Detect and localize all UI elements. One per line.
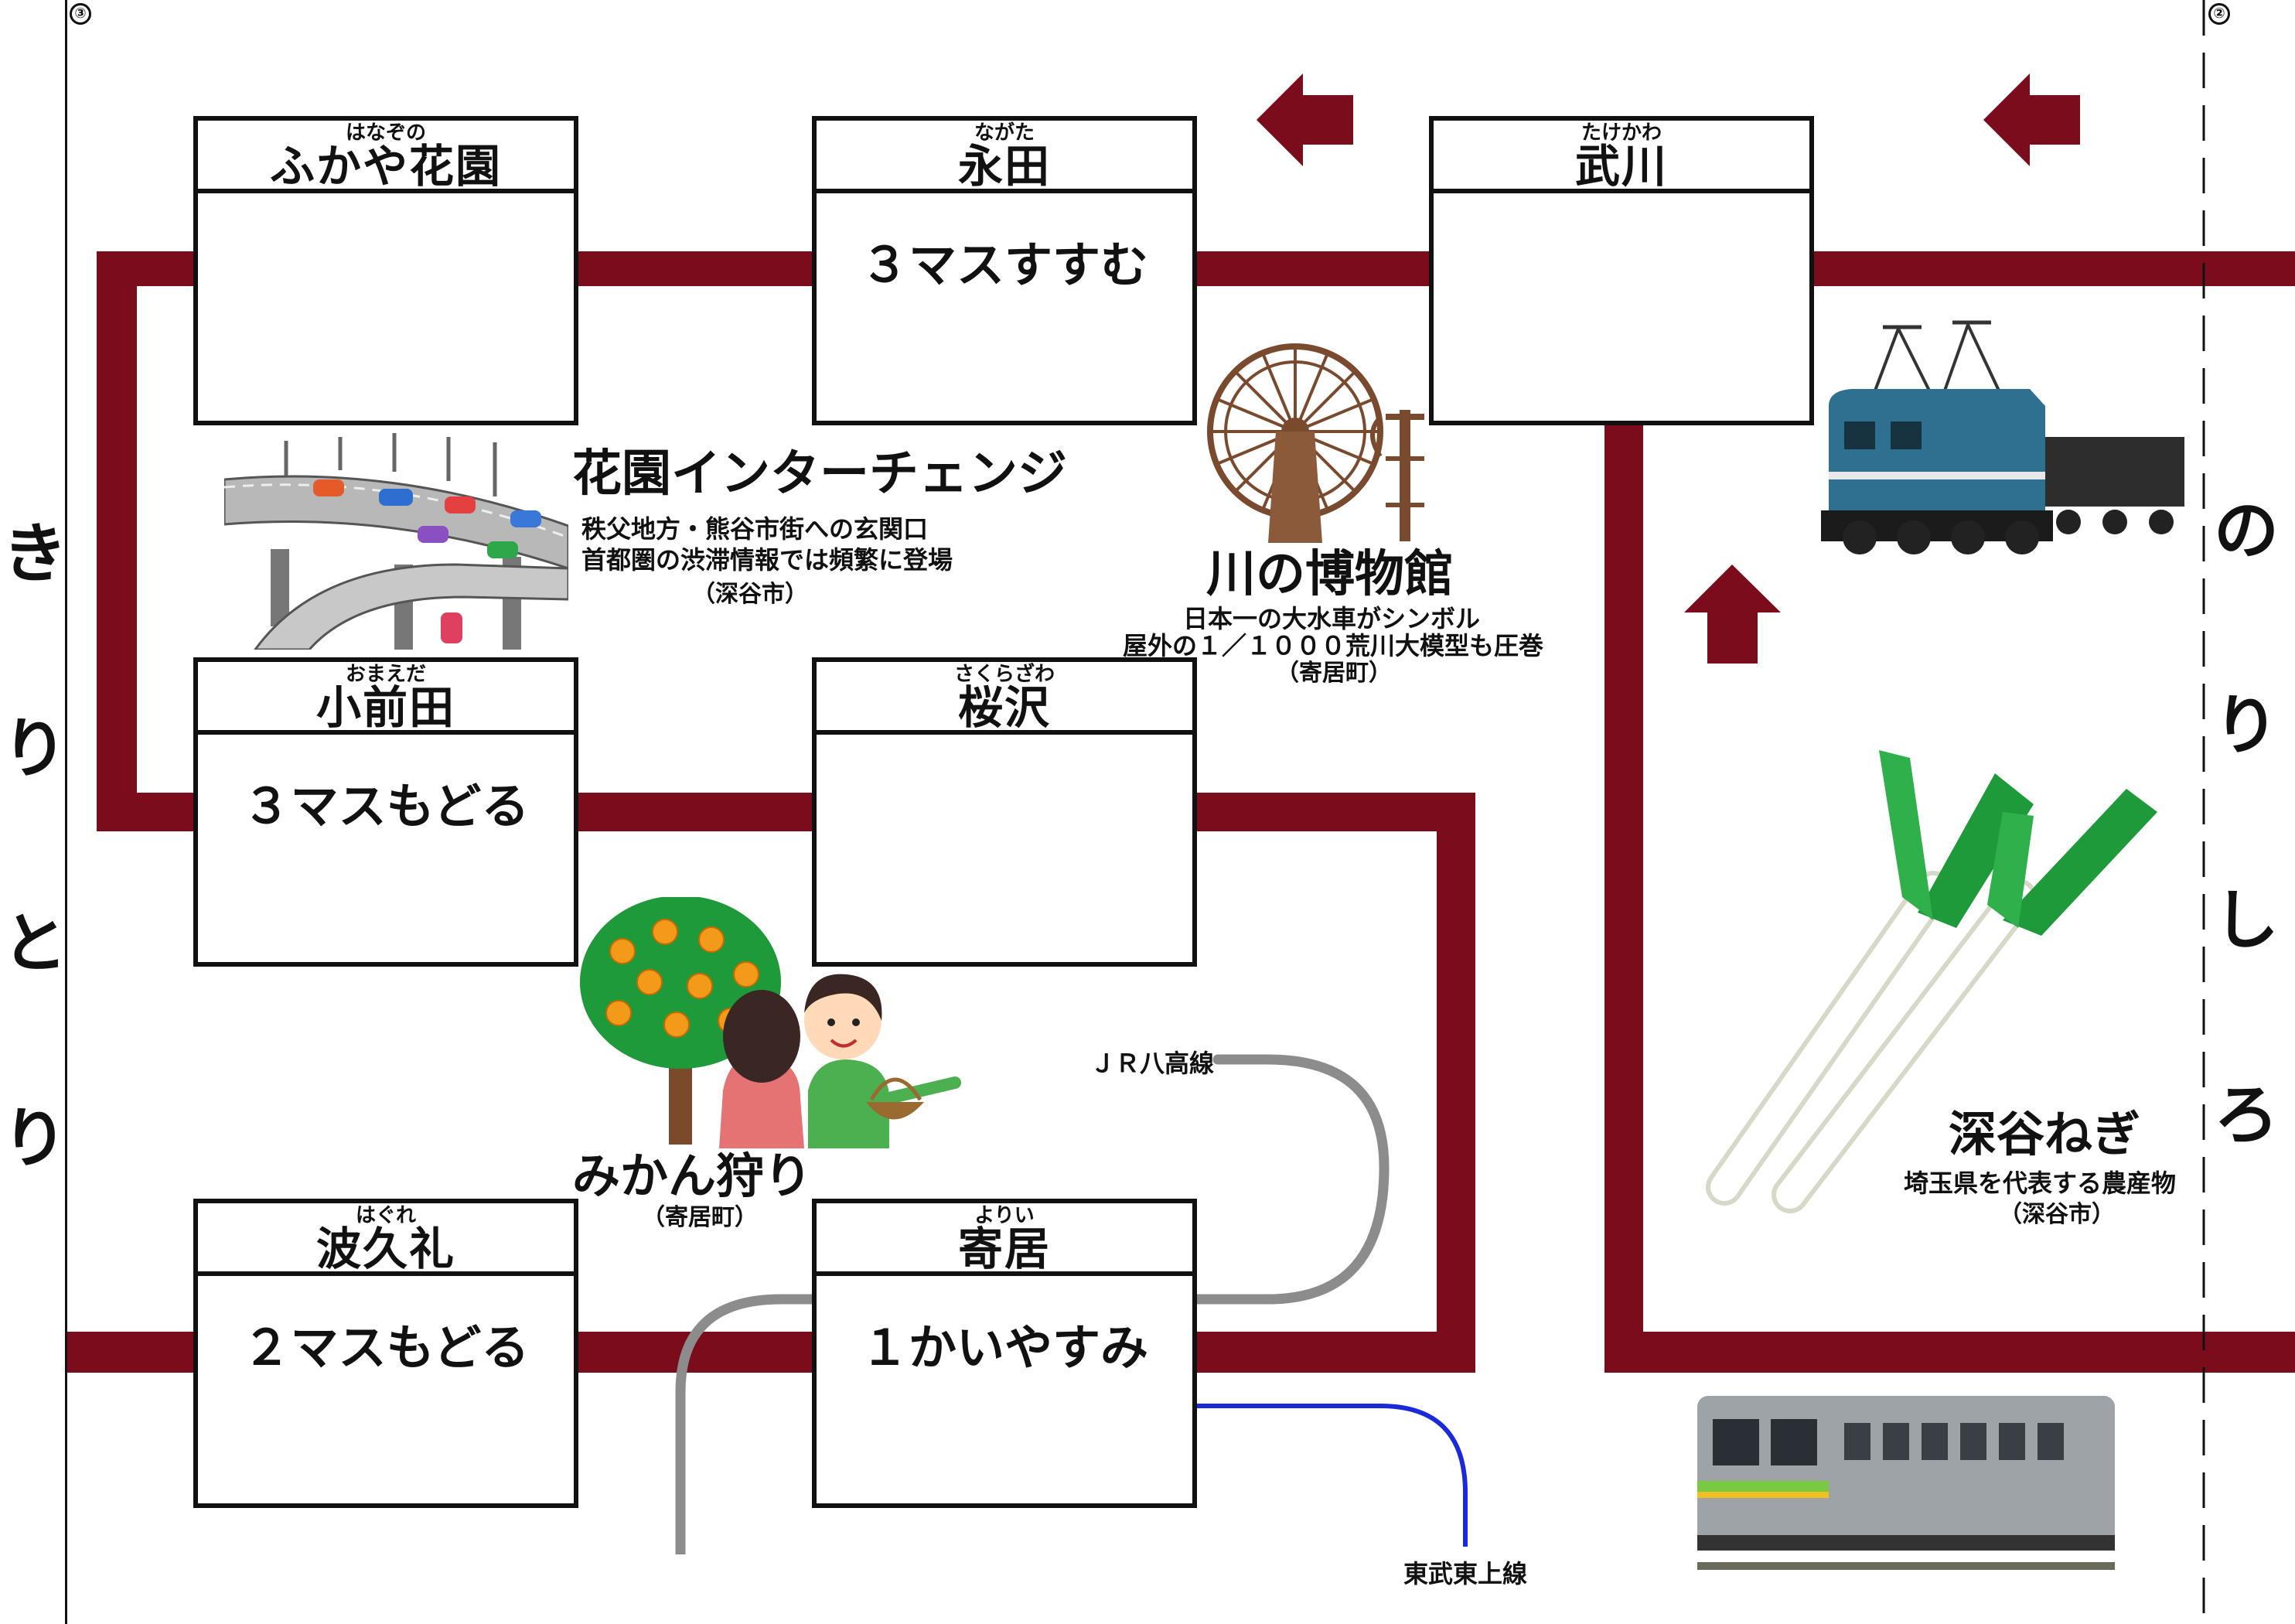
tobu-tojo-line xyxy=(1195,1404,1468,1547)
kiritori-label: き り と り xyxy=(0,456,70,1236)
square-ruby: はなぞの xyxy=(345,121,426,145)
jr-hachiko-line xyxy=(1189,1054,1390,1305)
water-wheel-icon xyxy=(1207,343,1424,543)
square-header: はなぞの ふかや花園 xyxy=(198,121,574,193)
orange-picking-icon xyxy=(580,897,961,1148)
interchange-desc-1: 秩父地方・熊谷市街への玄関口 xyxy=(581,514,929,544)
kiritori-char: と xyxy=(2,906,67,981)
kiritori-char: り xyxy=(2,1100,67,1176)
negi-title: 深谷ねぎ xyxy=(1949,1106,2141,1162)
square-header: さくらざわ 桜沢 xyxy=(817,662,1192,735)
square-action: ２マスもどる xyxy=(242,1319,530,1376)
square-name: 寄居 xyxy=(957,1223,1051,1275)
board-square-hagure: はぐれ 波久礼 ２マスもどる xyxy=(193,1199,578,1508)
commuter-train-icon xyxy=(1697,1396,2115,1570)
norishiro-char: し xyxy=(2213,882,2279,958)
square-header: おまえだ 小前田 xyxy=(198,662,574,735)
square-name: 永田 xyxy=(957,140,1051,193)
square-name: 桜沢 xyxy=(957,681,1051,734)
board-square-omaeda: おまえだ 小前田 ３マスもどる xyxy=(193,657,578,967)
square-header: たけかわ 武川 xyxy=(1434,121,1809,193)
museum-desc-2: 屋外の１／１０００荒川大模型も圧巻 xyxy=(1123,631,1544,660)
museum-desc-1: 日本一の大水車がシンボル xyxy=(1183,604,1481,633)
negi-desc-1: 埼玉県を代表する農産物 xyxy=(1904,1169,2177,1198)
route-track-branch-bottom xyxy=(1604,1332,2295,1373)
norishiro-char: り xyxy=(2213,687,2279,763)
square-name: ふかや花園 xyxy=(269,140,502,193)
square-name: 波久礼 xyxy=(315,1223,455,1275)
mikan-place: （寄居町） xyxy=(642,1204,758,1231)
board-square-fukaya-hanazono: はなぞの ふかや花園 xyxy=(193,116,578,425)
highway-interchange-icon xyxy=(224,433,568,650)
green-onion-icon xyxy=(1706,750,2157,1213)
left-arrow-icon xyxy=(1983,73,2080,166)
left-arrow-icon xyxy=(1257,73,1353,166)
square-ruby: たけかわ xyxy=(1581,121,1662,145)
tobu-line-label: 東武東上線 xyxy=(1403,1559,1528,1588)
route-track-branch-vertical xyxy=(1604,421,1643,1373)
norishiro-char: の xyxy=(2213,493,2279,568)
square-name: 武川 xyxy=(1574,140,1668,193)
right-cut-line xyxy=(2202,0,2205,1624)
square-ruby: ながた xyxy=(974,121,1035,145)
board-square-takekawa: たけかわ 武川 xyxy=(1429,116,1814,425)
interchange-desc-2: 首都圏の渋滞情報では頻繁に登場 xyxy=(581,545,953,575)
interchange-title: 花園インターチェンジ xyxy=(572,445,1067,503)
square-header: よりい 寄居 xyxy=(817,1203,1192,1276)
interchange-place: （深谷市） xyxy=(692,581,808,608)
jr-line-label: ＪＲ八高線 xyxy=(1090,1049,1215,1078)
page-marker-left: ③ xyxy=(70,3,91,25)
museum-place: （寄居町） xyxy=(1276,660,1392,687)
left-margin-line xyxy=(65,0,67,1624)
mikan-title: みかん狩り xyxy=(572,1148,813,1204)
kiritori-char: き xyxy=(2,516,67,592)
square-ruby: おまえだ xyxy=(345,663,426,686)
square-action: １かいやすみ xyxy=(860,1319,1148,1376)
square-name: 小前田 xyxy=(315,681,455,734)
square-action: ３マスもどる xyxy=(242,778,530,834)
norishiro-char: ろ xyxy=(2213,1077,2279,1153)
up-arrow-icon xyxy=(1684,565,1781,664)
board-square-yorii: よりい 寄居 １かいやすみ xyxy=(812,1199,1197,1508)
museum-title: 川の博物館 xyxy=(1206,546,1454,603)
board-square-sakurazawa: さくらざわ 桜沢 xyxy=(812,657,1197,967)
square-ruby: はぐれ xyxy=(355,1204,416,1227)
negi-place: （深谷市） xyxy=(1999,1201,2115,1228)
kiritori-char: り xyxy=(2,711,67,786)
square-ruby: さくらざわ xyxy=(953,663,1055,686)
board-square-nagata: ながた 永田 ３マスすすむ xyxy=(812,116,1197,425)
square-header: はぐれ 波久礼 xyxy=(198,1203,574,1276)
route-track-left-vertical xyxy=(97,251,137,831)
page-marker-right: ② xyxy=(2208,3,2230,25)
route-track-right-vertical xyxy=(1437,793,1475,1373)
jr-hachiko-line-west xyxy=(675,1294,812,1554)
square-ruby: よりい xyxy=(974,1204,1035,1227)
square-action: ３マスすすむ xyxy=(860,237,1148,293)
electric-locomotive-icon xyxy=(1821,320,2184,554)
norishiro-label: の り し ろ xyxy=(2211,433,2281,1213)
square-header: ながた 永田 xyxy=(817,121,1192,193)
